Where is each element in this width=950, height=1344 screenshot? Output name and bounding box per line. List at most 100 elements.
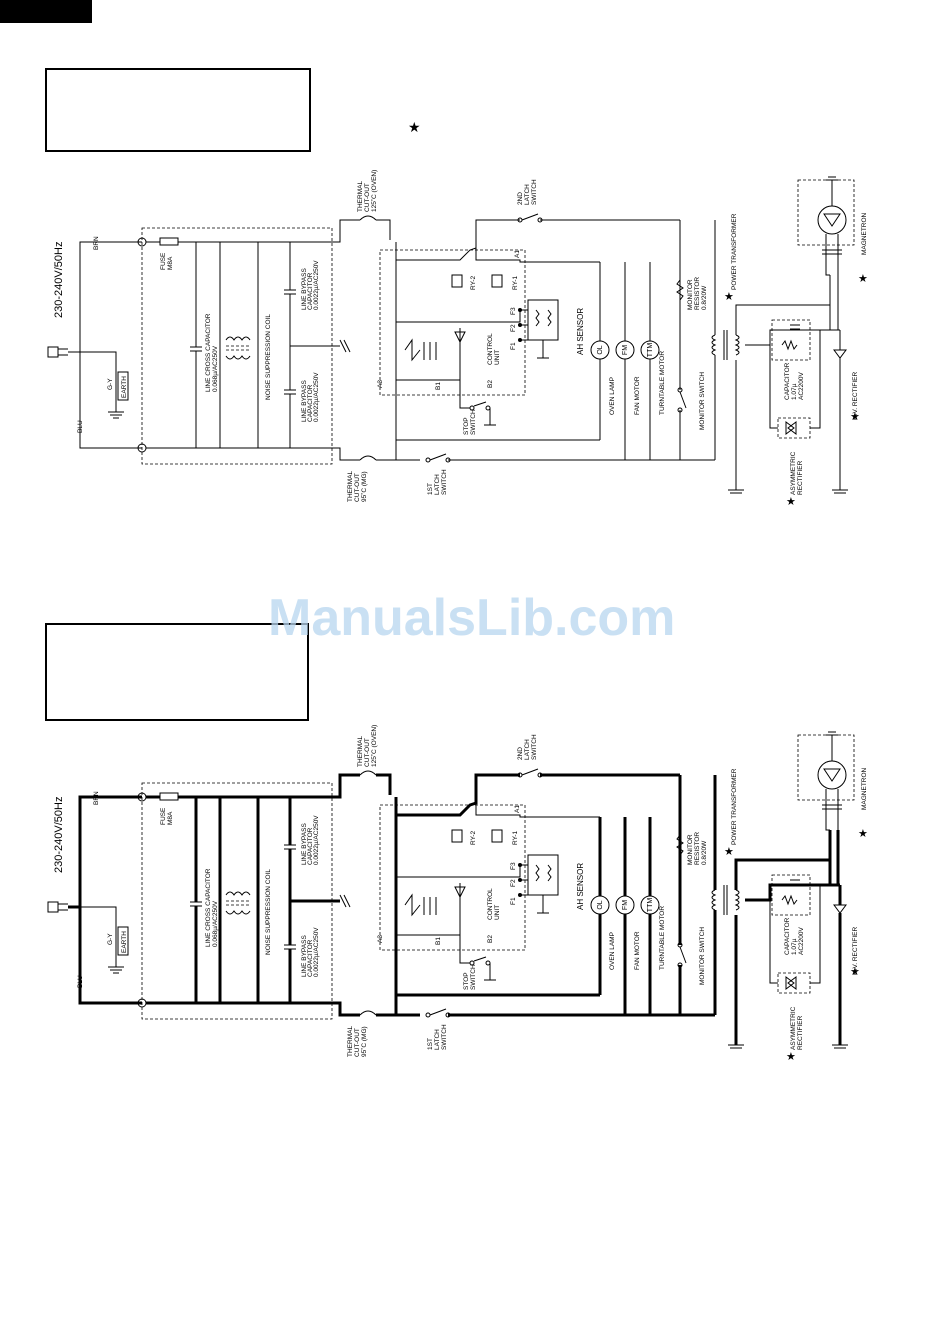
star-icon-magnetron: ★ bbox=[858, 828, 868, 840]
star-icon-asym: ★ bbox=[786, 496, 796, 508]
fuse-rating: M8A bbox=[167, 256, 174, 270]
f2-label: F2 bbox=[510, 324, 517, 332]
latch1-3: SWITCH bbox=[441, 469, 448, 495]
asym-2: RECTIFIER bbox=[797, 1015, 804, 1050]
hv-rectifier-label: H.V. RECTIFIER bbox=[852, 927, 859, 975]
hv-rectifier-icon bbox=[833, 904, 847, 914]
fuse-label: FUSE bbox=[160, 807, 167, 825]
note-box-top bbox=[45, 68, 311, 152]
thermal-mg-1: THERMAL bbox=[347, 1026, 354, 1057]
bypass-label-2c: 0.0022µ/AC250V bbox=[313, 927, 320, 977]
hv-rectifier-icon bbox=[833, 349, 847, 359]
line-cross-cap-rating: 0.068µ/AC250V bbox=[212, 900, 219, 947]
monitor-res-3: 0.8/20W bbox=[701, 285, 708, 310]
star-icon-magnetron: ★ bbox=[858, 273, 868, 285]
sensor-resistor-icon bbox=[535, 864, 540, 882]
thermal-mg-3: 95˚C (MG) bbox=[360, 1026, 368, 1057]
turntable-motor-symbol bbox=[640, 895, 660, 915]
thermal-cutout-oven bbox=[359, 215, 377, 221]
stop-label: STOP bbox=[463, 972, 470, 990]
thermal-cutout-mg bbox=[359, 455, 377, 461]
star-icon-hv-rectifier: ★ bbox=[850, 411, 860, 423]
bypass-label-1b: CAPACITOR bbox=[307, 827, 314, 865]
line-cross-cap-label: LINE CROSS CAPACITOR bbox=[205, 868, 212, 947]
monitor-res-2: RESISTOR bbox=[694, 832, 701, 865]
magnetron-label: MAGNETRON bbox=[861, 767, 868, 810]
turntable-motor-code: TTM bbox=[647, 343, 654, 358]
thermal-mg-2: CUT-OUT bbox=[354, 473, 361, 502]
fuse-label: FUSE bbox=[160, 252, 167, 270]
f3-label: F3 bbox=[510, 307, 517, 315]
oven-lamp-label: OVEN LAMP bbox=[609, 932, 616, 970]
transformer-secondary bbox=[734, 334, 740, 356]
latch1-2: LATCH bbox=[434, 474, 441, 495]
asym-2: RECTIFIER bbox=[797, 460, 804, 495]
fan-motor-symbol bbox=[615, 895, 635, 915]
ry2-label: RY-2 bbox=[470, 831, 477, 845]
oven-lamp-label: OVEN LAMP bbox=[609, 377, 616, 415]
oven-lamp-symbol bbox=[590, 340, 610, 360]
f1-label: F1 bbox=[510, 342, 517, 350]
supply-voltage-label: 230-240V/50Hz bbox=[53, 242, 65, 318]
asym-1: ASYMMETRIC bbox=[790, 1006, 797, 1050]
thermal-mg-3: 95˚C (MG) bbox=[360, 471, 368, 502]
stop-switch-label: SWITCH bbox=[470, 964, 477, 990]
plug-icon bbox=[47, 901, 68, 913]
transformer-secondary bbox=[734, 889, 740, 911]
oven-lamp-code: OL bbox=[597, 345, 604, 354]
fan-motor-label: FAN MOTOR bbox=[634, 931, 641, 970]
bypass-label-2c: 0.0022µ/AC250V bbox=[313, 372, 320, 422]
latch2-1: 2ND bbox=[517, 747, 524, 760]
latch2-1: 2ND bbox=[517, 192, 524, 205]
b2-label: B2 bbox=[487, 380, 494, 388]
star-icon: ★ bbox=[408, 119, 421, 135]
monitor-res-1: MONITOR bbox=[687, 834, 694, 865]
hv-cap-2: 1.07µ bbox=[791, 383, 798, 400]
ah-sensor-box bbox=[527, 299, 559, 341]
control-unit-box bbox=[379, 804, 526, 951]
gy-label: G-Y bbox=[107, 378, 114, 390]
control-unit-box bbox=[379, 249, 526, 396]
a3-label: A3 bbox=[377, 380, 384, 388]
power-transformer-label: POWER TRANSFORMER bbox=[731, 213, 738, 290]
monitor-res-1: MONITOR bbox=[687, 279, 694, 310]
transformer-primary bbox=[711, 334, 717, 356]
magnetron-icon bbox=[817, 760, 847, 790]
bypass-label-2a: LINE BYPASS bbox=[301, 380, 308, 422]
asymmetric-rectifier-icon bbox=[785, 421, 797, 435]
fan-motor-label: FAN MOTOR bbox=[634, 376, 641, 415]
star-icon-asym: ★ bbox=[786, 1051, 796, 1063]
fuse bbox=[159, 792, 179, 801]
latch2-2: LATCH bbox=[524, 184, 531, 205]
oven-lamp-code: OL bbox=[597, 900, 604, 909]
star-icon-transformer: ★ bbox=[724, 846, 734, 858]
latch1-1: 1ST bbox=[427, 1038, 434, 1050]
earth-label: EARTH bbox=[121, 376, 128, 398]
unit-label: UNIT bbox=[494, 905, 501, 920]
hv-cap-2: 1.07µ bbox=[791, 938, 798, 955]
turntable-motor-label: TURNTABLE MOTOR bbox=[659, 906, 666, 970]
sensor-resistor-icon bbox=[535, 309, 540, 327]
fuse bbox=[159, 237, 179, 246]
monitor-resistor bbox=[676, 279, 684, 301]
turntable-motor-label: TURNTABLE MOTOR bbox=[659, 351, 666, 415]
latch1-3: SWITCH bbox=[441, 1024, 448, 1050]
hv-cap-1: CAPACITOR bbox=[784, 917, 791, 955]
hv-cap-3: AC2200V bbox=[798, 372, 805, 400]
oven-lamp-symbol bbox=[590, 895, 610, 915]
fan-motor-symbol bbox=[615, 340, 635, 360]
line-cross-cap-rating: 0.068µ/AC250V bbox=[212, 345, 219, 392]
monitor-resistor bbox=[676, 834, 684, 856]
monitor-res-3: 0.8/20W bbox=[701, 840, 708, 865]
ry1-label: RY-1 bbox=[512, 276, 519, 290]
asym-1: ASYMMETRIC bbox=[790, 451, 797, 495]
bypass-label-1c: 0.0022µ/AC250V bbox=[313, 815, 320, 865]
supply-voltage-label: 230-240V/50Hz bbox=[53, 797, 65, 873]
gy-label: G-Y bbox=[107, 933, 114, 945]
a3-label: A3 bbox=[377, 935, 384, 943]
fuse-rating: M8A bbox=[167, 811, 174, 825]
thermal-oven-3: 125˚C (OVEN) bbox=[370, 725, 378, 767]
note-box-bottom bbox=[45, 623, 309, 721]
